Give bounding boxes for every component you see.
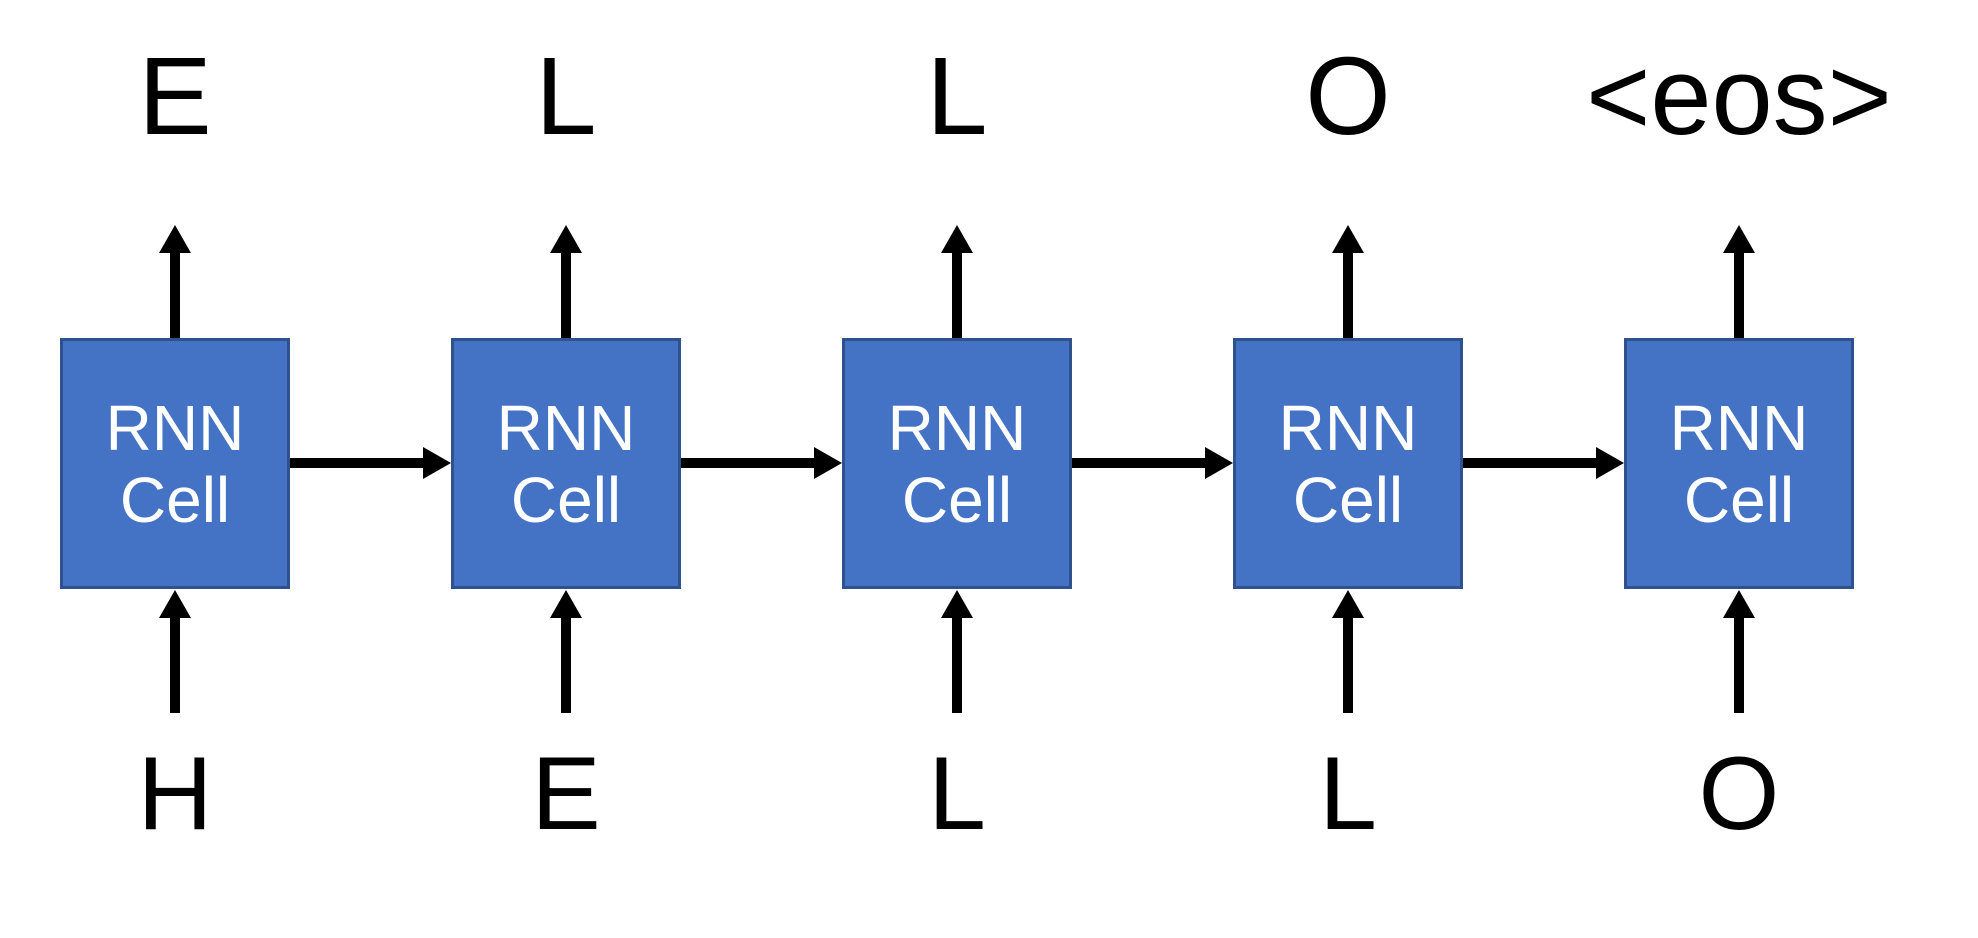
output-label: L [926,35,988,158]
input-up-arrow-icon [941,590,973,713]
rnn-cell-label-line2: Cell [1683,463,1795,536]
rnn-cell-box: RNN Cell [60,338,290,589]
input-label: O [1698,736,1780,852]
hidden-state-right-arrow-icon [1463,447,1624,479]
rnn-column: L RNN Cell E [371,0,761,938]
output-up-arrow-icon [941,225,973,338]
input-label: H [137,736,213,852]
input-up-arrow-icon [159,590,191,713]
rnn-cell-label-line2: Cell [119,463,231,536]
rnn-cell-box: RNN Cell [1233,338,1463,589]
input-label: L [928,736,986,852]
rnn-column: E RNN Cell H [0,0,370,938]
output-up-arrow-icon [1332,225,1364,338]
input-up-arrow-icon [1332,590,1364,713]
output-up-arrow-icon [1723,225,1755,338]
rnn-cell-label-line2: Cell [510,463,622,536]
input-up-arrow-icon [550,590,582,713]
rnn-cell-label-line2: Cell [901,463,1013,536]
output-label: E [138,35,212,158]
rnn-cell-label-line2: Cell [1292,463,1404,536]
rnn-column: O RNN Cell L [1153,0,1543,938]
rnn-cell-label-line1: RNN [496,391,636,464]
rnn-cell-label-line1: RNN [105,391,245,464]
input-label: L [1319,736,1377,852]
output-label: O [1305,35,1391,158]
rnn-column: L RNN Cell L [762,0,1152,938]
rnn-cell-box: RNN Cell [451,338,681,589]
hidden-state-right-arrow-icon [290,447,451,479]
output-up-arrow-icon [159,225,191,338]
output-label: <eos> [1586,35,1892,158]
input-label: E [531,736,601,852]
output-up-arrow-icon [550,225,582,338]
rnn-cell-label-line1: RNN [887,391,1027,464]
rnn-cell-box: RNN Cell [842,338,1072,589]
rnn-cell-box: RNN Cell [1624,338,1854,589]
rnn-cell-label-line1: RNN [1669,391,1809,464]
input-up-arrow-icon [1723,590,1755,713]
rnn-cell-label-line1: RNN [1278,391,1418,464]
hidden-state-right-arrow-icon [681,447,842,479]
hidden-state-right-arrow-icon [1072,447,1233,479]
output-label: L [535,35,597,158]
rnn-column: <eos> RNN Cell O [1544,0,1934,938]
